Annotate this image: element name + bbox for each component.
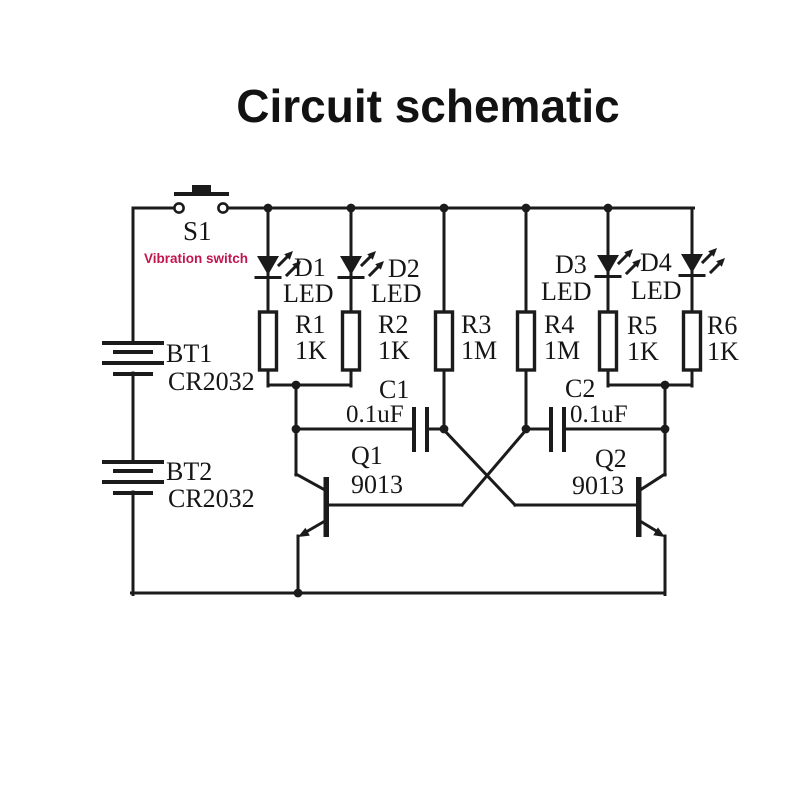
switch-contact-left [173,202,185,214]
s1-ref-label: S1 [183,216,212,246]
capacitor-c2-symbol [549,407,566,452]
q2-base-bar [636,477,642,537]
r4-value-label: 1M [544,336,580,365]
r3-ref-label: R3 [461,310,491,339]
q1-base-bar [323,477,329,537]
bt2-ref-label: BT2 [166,457,212,486]
resistor-r4-symbol [515,310,537,372]
d1-type-label: LED [283,279,334,308]
bt1-ref-label: BT1 [166,339,212,368]
r6-ref-label: R6 [707,311,737,340]
battery-bt2-symbol [102,460,164,495]
led-d1-symbol [254,251,301,279]
d4-ref-label: D4 [640,248,672,277]
q2-collector [638,471,668,492]
led-d3-symbol [594,249,641,278]
led-d2-symbol [337,251,384,279]
page-title: Circuit schematic [236,80,619,132]
r3-value-label: 1M [461,336,497,365]
d3-type-label: LED [541,277,592,306]
r2-ref-label: R2 [378,310,408,339]
switch-button-nub [192,185,211,194]
resistor-r6-symbol [681,310,703,372]
d1-ref-label: D1 [294,253,326,282]
q1-emitter [303,518,328,535]
c2-value-label: 0.1uF [570,401,628,428]
resistor-r1-symbol [257,310,279,372]
led-d3-light-arrows [616,249,641,276]
q1-collector [293,471,327,492]
transistor-q2-symbol [513,471,668,537]
r2-value-label: 1K [378,336,410,365]
r4-ref-label: R4 [544,310,574,339]
q2-emitter-arrow [653,527,665,537]
d3-ref-label: D3 [555,250,587,279]
resistor-r5-symbol [597,310,619,372]
s1-note-label: Vibration switch [144,251,248,266]
battery-bt1-symbol [102,341,164,376]
r5-ref-label: R5 [627,311,657,340]
bt2-value-label: CR2032 [168,484,255,513]
wire-cross-c1-to-q2-base [441,427,518,508]
transistor-q1-symbol [293,471,464,595]
q1-ref-label: Q1 [351,441,383,470]
led-d4-light-arrows [700,248,725,275]
d2-ref-label: D2 [388,254,420,283]
q1-emitter-arrow [298,527,310,537]
c1-ref-label: C1 [379,375,409,404]
d2-type-label: LED [371,279,422,308]
resistor-r3-symbol [433,310,455,372]
r5-value-label: 1K [627,337,659,366]
q2-value-label: 9013 [572,471,624,500]
c1-value-label: 0.1uF [346,401,404,428]
r1-value-label: 1K [295,336,327,365]
c2-ref-label: C2 [565,374,595,403]
d4-type-label: LED [631,276,682,305]
led-d4-symbol [678,248,725,277]
r1-ref-label: R1 [295,310,325,339]
resistor-r2-symbol [340,310,362,372]
bt1-value-label: CR2032 [168,367,255,396]
led-d2-light-arrows [359,251,384,278]
q1-value-label: 9013 [351,470,403,499]
junction-dots [263,203,670,598]
wire-cross-c2-to-q1-base [459,427,529,508]
led-d1-light-arrows [276,251,301,278]
r6-value-label: 1K [707,337,739,366]
switch-s1-symbol [173,185,229,214]
capacitor-c1-symbol [412,407,429,452]
switch-contact-right [217,202,229,214]
q2-emitter [637,518,661,535]
q2-ref-label: Q2 [595,444,627,473]
